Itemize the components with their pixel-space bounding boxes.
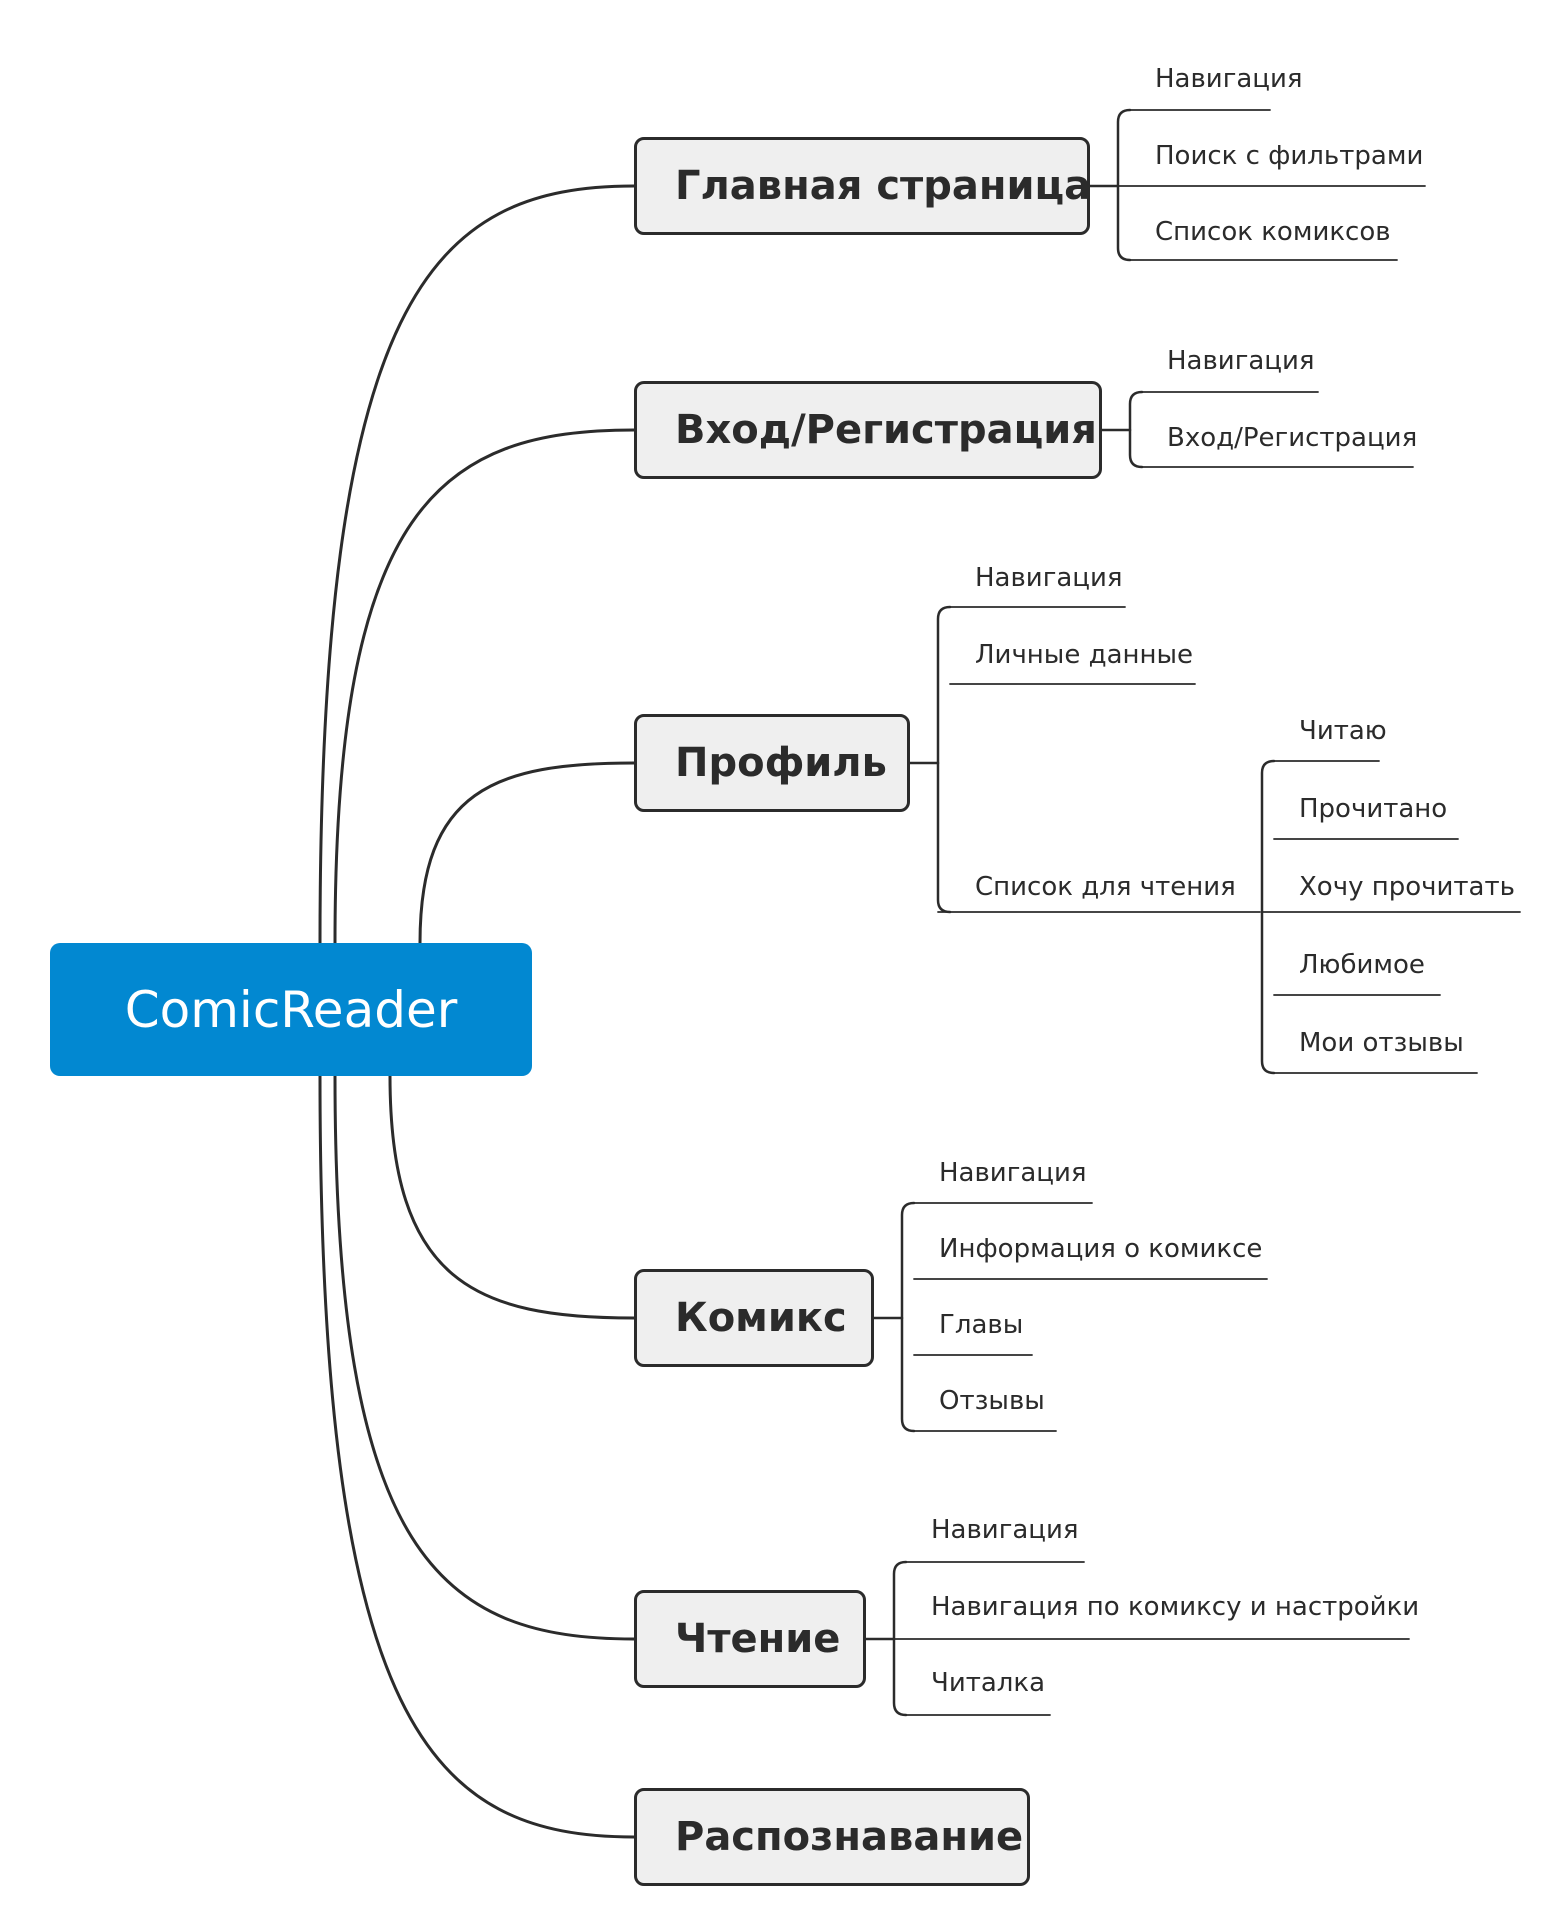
leaf-navigatsiya-po-komiksu[interactable]: Навигация по комиксу и настройки	[931, 1592, 1420, 1622]
leaf-informatsiya-o-komikse[interactable]: Информация о комиксе	[939, 1234, 1263, 1264]
branch-chtenie[interactable]: Чтение	[634, 1590, 866, 1688]
leaf-vhod-registratsiya[interactable]: Вход/Регистрация	[1167, 423, 1418, 453]
branch-label: Профиль	[675, 740, 887, 786]
leaf-navigatsiya[interactable]: Навигация	[931, 1515, 1079, 1545]
branch2-bracket	[936, 605, 952, 914]
leaf-poisk-s-filtrami[interactable]: Поиск с фильтрами	[1155, 141, 1424, 171]
root-connector	[318, 1074, 636, 1839]
branch-label: Распознавание	[675, 1814, 1024, 1860]
root-connector	[388, 1074, 636, 1320]
leaf-chitalka[interactable]: Читалка	[931, 1668, 1046, 1698]
subleaf-lyubimoe[interactable]: Любимое	[1299, 950, 1425, 980]
subleaf-hochu-prochitat[interactable]: Хочу прочитать	[1299, 872, 1515, 902]
leaf-navigatsiya[interactable]: Навигация	[939, 1158, 1087, 1188]
branch-label: Комикс	[675, 1295, 847, 1341]
leaf-navigatsiya[interactable]: Навигация	[1155, 64, 1303, 94]
reading-list-bracket	[1260, 759, 1276, 1075]
branch-label: Главная страница	[675, 163, 1092, 209]
branch-label: Чтение	[675, 1616, 841, 1662]
branch1-bracket	[1128, 390, 1144, 469]
leaf-otzyvy[interactable]: Отзывы	[939, 1386, 1045, 1416]
branch0-bracket	[1116, 108, 1132, 262]
root-node-comicreader[interactable]: ComicReader	[50, 943, 532, 1076]
leaf-glavy[interactable]: Главы	[939, 1310, 1024, 1340]
root-label: ComicReader	[124, 980, 458, 1039]
branch3-bracket	[900, 1201, 916, 1433]
branch-glavnaya-stranitsa[interactable]: Главная страница	[634, 137, 1092, 235]
branch-profil[interactable]: Профиль	[634, 714, 910, 812]
root-connector	[333, 1074, 636, 1641]
leaf-lichnye-dannye[interactable]: Личные данные	[975, 640, 1194, 670]
subleaf-moi-otzyvy[interactable]: Мои отзывы	[1299, 1028, 1464, 1058]
leaf-spisok-dlya-chteniya[interactable]: Список для чтения	[975, 872, 1236, 902]
root-connector	[318, 184, 636, 945]
leaf-navigatsiya[interactable]: Навигация	[1167, 346, 1315, 376]
branch-label: Вход/Регистрация	[675, 407, 1097, 453]
branch-raspoznavanie[interactable]: Распознавание	[634, 1788, 1030, 1886]
branch-komiks[interactable]: Комикс	[634, 1269, 874, 1367]
leaf-navigatsiya[interactable]: Навигация	[975, 563, 1123, 593]
root-connector	[418, 761, 636, 945]
subleaf-prochitano[interactable]: Прочитано	[1299, 794, 1448, 824]
subleaf-chitayu[interactable]: Читаю	[1299, 716, 1387, 746]
leaf-spisok-komiksov[interactable]: Список комиксов	[1155, 217, 1391, 247]
branch-vhod-registratsiya[interactable]: Вход/Регистрация	[634, 381, 1102, 479]
root-connector	[333, 428, 636, 945]
